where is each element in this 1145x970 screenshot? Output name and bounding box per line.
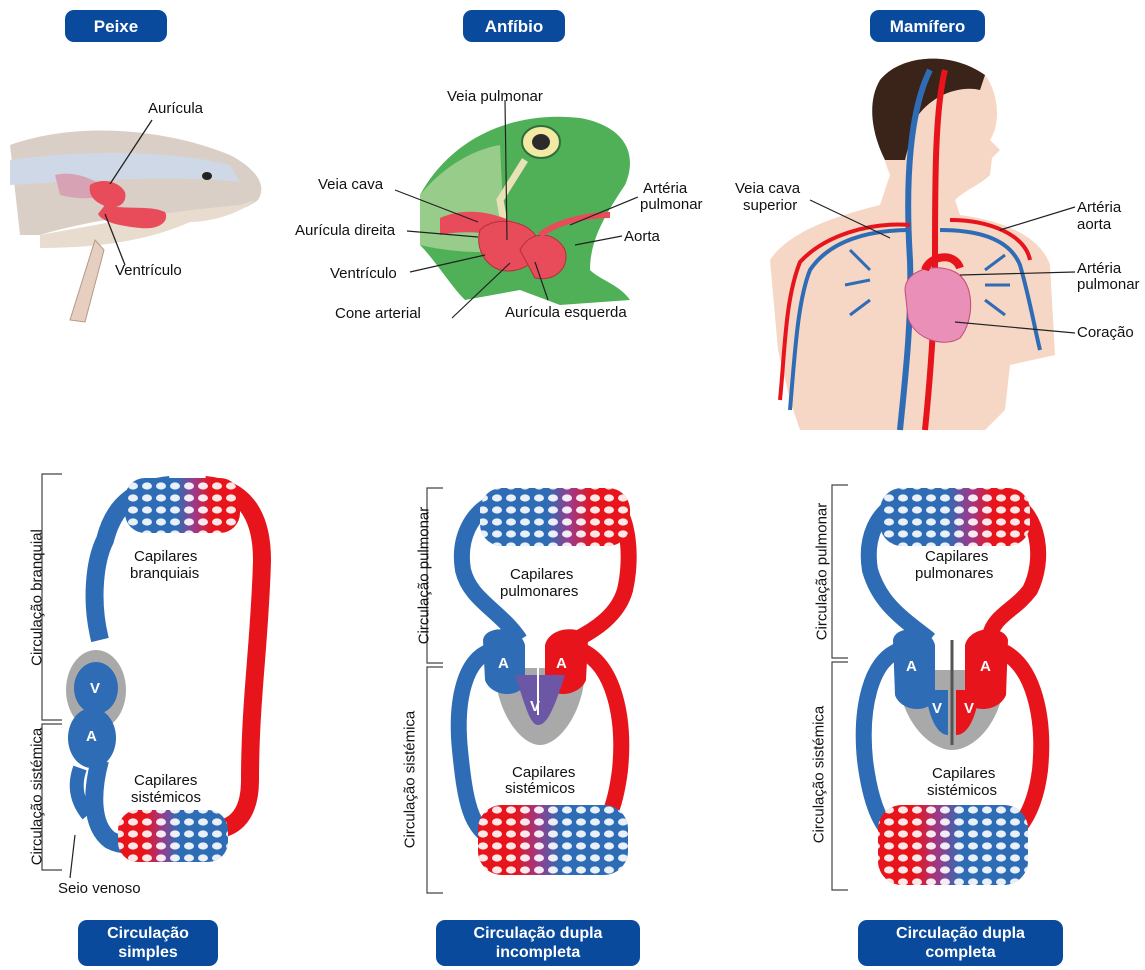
incomplete-v: V — [530, 698, 540, 715]
footer-incomplete-line2: incompleta — [496, 943, 580, 962]
incomplete-cap-bottom-2: sistémicos — [505, 780, 575, 797]
human-label-arteria-pulmonar-1: Artéria — [1077, 260, 1121, 277]
fish-label-ventriculo: Ventrículo — [115, 262, 182, 279]
footer-simple-line1: Circulação — [107, 924, 189, 943]
human-label-veia-cava-2: superior — [743, 197, 797, 214]
simple-side-top: Circulação branquial — [29, 524, 46, 672]
simple-cap-top-2: branquiais — [130, 565, 199, 582]
incomplete-a-right: A — [556, 655, 567, 672]
fish-label-auricula: Aurícula — [148, 100, 203, 117]
human-label-arteria-pulmonar-2: pulmonar — [1077, 276, 1140, 293]
incomplete-cap-top-1: Capilares — [510, 566, 573, 583]
complete-side-bottom: Circulação sistémica — [811, 698, 828, 852]
incomplete-circulation-diagram — [427, 488, 630, 893]
human-label-arteria-aorta-1: Artéria — [1077, 199, 1121, 216]
footer-incomplete: Circulação dupla incompleta — [436, 920, 640, 966]
footer-complete: Circulação dupla completa — [858, 920, 1063, 966]
complete-side-top: Circulação pulmonar — [814, 497, 831, 647]
human-label-coracao: Coração — [1077, 324, 1134, 341]
simple-circulation-diagram — [42, 474, 262, 878]
complete-a-right: A — [980, 658, 991, 675]
incomplete-side-top: Circulação pulmonar — [416, 501, 433, 651]
footer-incomplete-line1: Circulação dupla — [474, 924, 603, 943]
human-label-veia-cava-1: Veia cava — [735, 180, 800, 197]
complete-cap-bottom-1: Capilares — [932, 765, 995, 782]
complete-v-left: V — [932, 700, 942, 717]
footer-simple: Circulação simples — [78, 920, 218, 966]
frog-label-arteria-2: pulmonar — [640, 196, 703, 213]
frog-label-cone-arterial: Cone arterial — [335, 305, 421, 322]
frog-illustration — [395, 100, 638, 318]
header-mammal: Mamífero — [870, 10, 985, 42]
simple-a: A — [86, 728, 97, 745]
incomplete-cap-bottom-1: Capilares — [512, 764, 575, 781]
complete-cap-top-1: Capilares — [925, 548, 988, 565]
footer-complete-line1: Circulação dupla — [896, 924, 1025, 943]
complete-cap-bottom-2: sistémicos — [927, 782, 997, 799]
incomplete-side-bottom: Circulação sistémica — [402, 703, 419, 857]
frog-label-auricula-esquerda: Aurícula esquerda — [505, 304, 627, 321]
frog-label-ventriculo: Ventrículo — [330, 265, 397, 282]
frog-label-arteria-1: Artéria — [643, 180, 687, 197]
header-amphibian: Anfíbio — [463, 10, 565, 42]
simple-cap-top-1: Capilares — [134, 548, 197, 565]
complete-circulation-diagram — [832, 485, 1041, 890]
fish-illustration — [10, 120, 261, 322]
complete-cap-top-2: pulmonares — [915, 565, 993, 582]
complete-a-left: A — [906, 658, 917, 675]
incomplete-a-left: A — [498, 655, 509, 672]
simple-cap-bottom-1: Capilares — [134, 772, 197, 789]
footer-simple-line2: simples — [118, 943, 178, 962]
frog-label-veia-cava: Veia cava — [318, 176, 383, 193]
simple-cap-bottom-2: sistémicos — [131, 789, 201, 806]
frog-label-veia-pulmonar: Veia pulmonar — [447, 88, 543, 105]
human-label-arteria-aorta-2: aorta — [1077, 216, 1111, 233]
simple-v: V — [90, 680, 100, 697]
simple-side-bottom: Circulação sistémica — [29, 720, 46, 874]
complete-v-right: V — [964, 700, 974, 717]
simple-seio-venoso: Seio venoso — [58, 880, 141, 897]
header-fish: Peixe — [65, 10, 167, 42]
human-illustration — [770, 59, 1075, 430]
frog-label-aorta: Aorta — [624, 228, 660, 245]
footer-complete-line2: completa — [925, 943, 995, 962]
frog-label-auricula-direita: Aurícula direita — [295, 222, 395, 239]
incomplete-cap-top-2: pulmonares — [500, 583, 578, 600]
